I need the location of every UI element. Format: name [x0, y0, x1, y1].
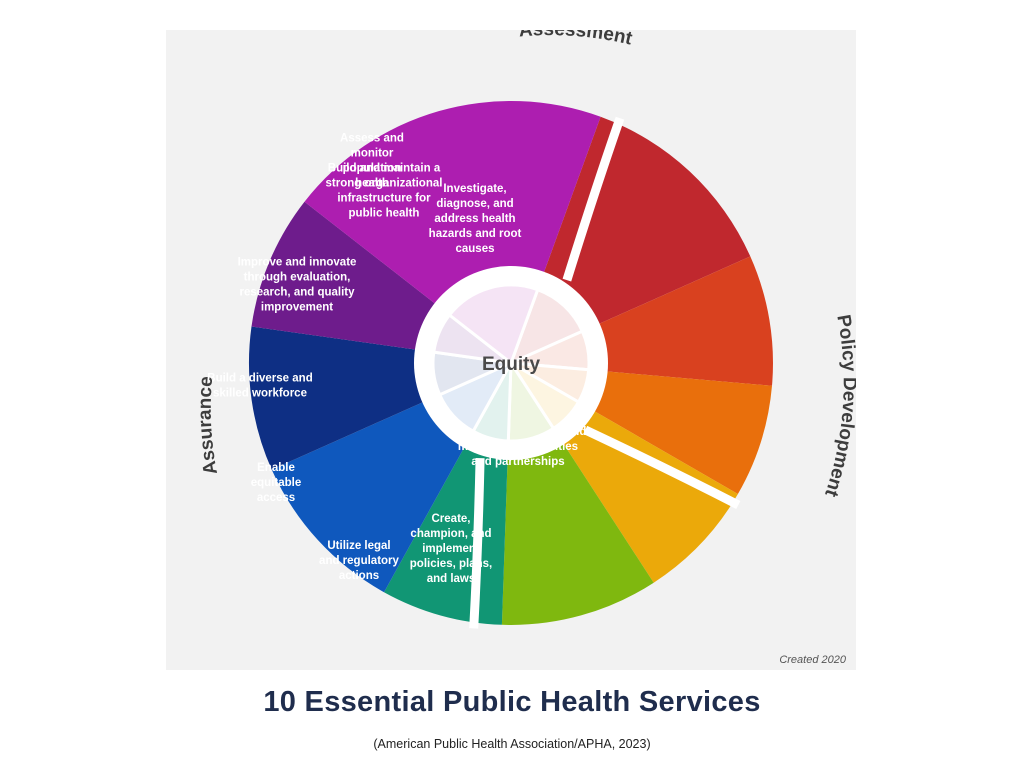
service-label-line: public health — [349, 208, 420, 220]
service-label-line: equitable — [251, 477, 301, 489]
service-label-line: and laws — [427, 573, 476, 585]
service-label-6: Utilize legal and regulatory actions — [319, 540, 399, 582]
service-label-line: policies, plans, — [410, 558, 492, 570]
service-label-line: research, and quality — [239, 287, 355, 299]
service-label-2: Investigate, diagnose, and address health h… — [429, 183, 522, 255]
service-label-line: population — [343, 163, 402, 175]
service-segment-2 — [598, 256, 773, 386]
service-label-7: Enable equitable access — [251, 462, 301, 504]
service-label-9: Improve and innovate through evaluation, r… — [238, 257, 357, 314]
service-label-line: Utilize legal — [327, 540, 390, 552]
group-divider-3 — [562, 116, 625, 282]
created-note: Created 2020 — [779, 654, 846, 666]
citation: (American Public Health Association/APHA… — [373, 737, 651, 751]
equity-label: Equity — [482, 354, 540, 375]
group-label-assessment: Assessment — [518, 30, 635, 50]
service-label-line: Improve and innovate — [238, 257, 357, 269]
service-label-line: diagnose, and — [436, 198, 513, 210]
equity-slice-10 — [447, 283, 540, 366]
group-divider-2 — [469, 457, 485, 629]
service-label-line: champion, and — [410, 528, 491, 540]
service-segment-8 — [248, 326, 424, 470]
service-label-line: address health — [434, 213, 515, 225]
service-label-1: Assess and monitor population health — [340, 133, 404, 190]
page-title: 10 Essential Public Health Services — [263, 686, 761, 718]
service-label-line: improvement — [261, 302, 333, 314]
service-label-8: Build a diverse and skilled workforce — [207, 373, 312, 400]
service-label-line: actions — [339, 570, 379, 582]
service-segment-10 — [304, 100, 601, 304]
service-segment-3 — [594, 371, 772, 494]
service-label-line: Enable — [257, 462, 295, 474]
service-label-10: Build and maintain a strong organizationa… — [326, 163, 443, 220]
service-label-line: hazards and root — [429, 228, 522, 240]
service-label-line: and regulatory — [319, 555, 399, 567]
service-label-line: causes — [455, 243, 494, 255]
service-label-line: health — [355, 178, 389, 190]
service-segment-1 — [543, 116, 751, 324]
service-label-line: implement — [422, 543, 480, 555]
service-segment-4 — [563, 411, 738, 583]
service-label-line: skilled workforce — [213, 388, 307, 400]
services-wheel: Assess and monitor population health Investi… — [195, 30, 856, 629]
service-label-line: access — [257, 492, 295, 504]
service-label-line: through evaluation, — [244, 272, 351, 284]
service-label-line: infrastructure for — [337, 193, 431, 205]
diagram-panel: Assess and monitor population health Investi… — [166, 30, 856, 670]
service-label-5: Create, champion, and implement policies, p… — [410, 513, 492, 585]
service-segment-9 — [251, 201, 436, 350]
service-label-line: monitor — [351, 148, 394, 160]
service-segment-7 — [271, 402, 465, 593]
group-label-policy-development: Policy Development — [820, 313, 856, 500]
service-label-line: Build a diverse and — [207, 373, 312, 385]
service-segment-5 — [501, 443, 654, 625]
service-label-line: and partnerships — [471, 456, 564, 468]
service-label-line: Create, — [432, 513, 471, 525]
service-label-line: Assess and — [340, 133, 404, 145]
service-label-line: Investigate, — [443, 183, 506, 195]
group-divider-1 — [583, 425, 741, 510]
service-label-line: Build and maintain a — [328, 163, 441, 175]
service-label-line: strong organizational — [326, 178, 443, 190]
